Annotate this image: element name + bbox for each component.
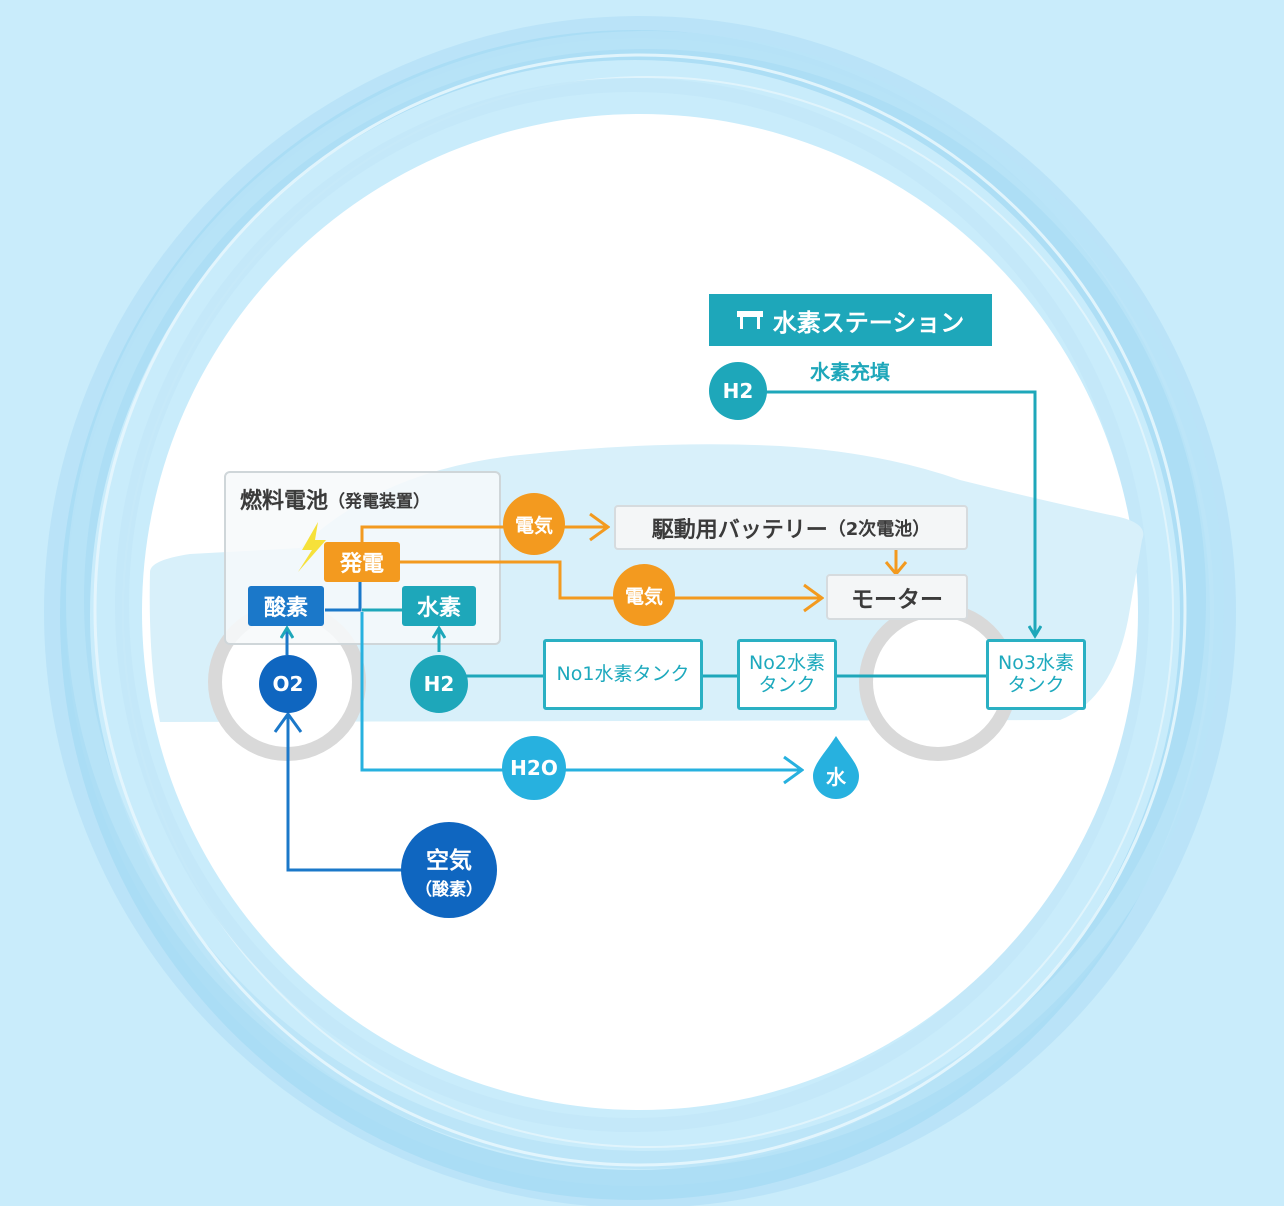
refuel-line — [764, 390, 1035, 636]
refuel-h2-label: H2 — [722, 379, 754, 403]
lightning-icon — [298, 522, 326, 572]
air-line — [288, 714, 405, 872]
h2o-circle — [502, 736, 566, 800]
electricity-label-2: 電気 — [624, 585, 663, 608]
o2-input-circle — [259, 655, 317, 713]
water-line — [360, 612, 802, 770]
station-header: 水素ステーション — [709, 294, 992, 346]
station-title: 水素ステーション — [772, 308, 965, 337]
no1-tank: No1水素タンク — [543, 639, 703, 710]
electricity-circle-1 — [503, 493, 565, 555]
generation-box: 発電 — [324, 542, 400, 582]
no2-tank: No2水素タンク — [737, 639, 837, 710]
fuel-cell-title: 燃料電池 （発電装置） — [240, 489, 431, 514]
oxygen-box: 酸素 — [248, 586, 324, 626]
drive-battery-box: 駆動用バッテリー （2次電池） — [614, 505, 968, 550]
motor-box: モーター — [826, 574, 968, 620]
refuel-label: 水素充填 — [810, 359, 890, 384]
electricity-circle-2 — [613, 564, 675, 626]
hydrogen-station-icon — [736, 311, 763, 329]
h2o-label: H2O — [510, 756, 558, 780]
background-rings — [44, 16, 1236, 1206]
h2-input-circle — [410, 655, 468, 713]
hydrogen-box: 水素 — [402, 586, 476, 626]
water-label: 水 — [826, 764, 846, 789]
o2-input-label: O2 — [272, 672, 304, 696]
refuel-h2-circle — [709, 362, 767, 420]
air-label: 空気 （酸素） — [415, 847, 483, 900]
no3-tank: No3水素タンク — [986, 639, 1086, 710]
electricity-label-1: 電気 — [514, 514, 553, 537]
electricity-line-2 — [400, 560, 822, 598]
air-circle — [401, 822, 497, 918]
h2-input-label: H2 — [423, 672, 455, 696]
water-drop-icon — [813, 736, 859, 799]
merge-line — [325, 582, 362, 612]
